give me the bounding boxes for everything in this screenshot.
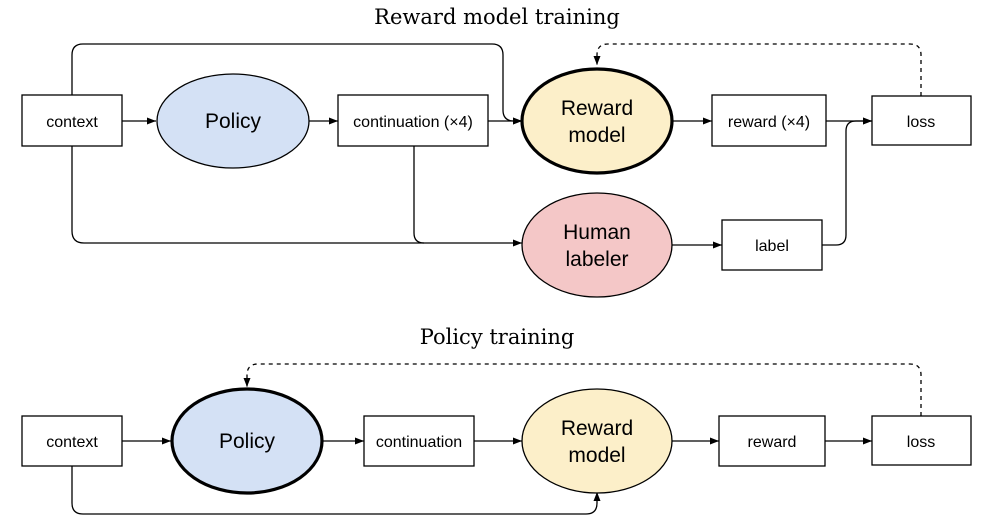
policy-training-title: Policy training	[420, 325, 575, 349]
top-loss-box: loss	[871, 95, 972, 146]
bottom-context-box: context	[21, 415, 123, 467]
top-human-labeler-label-line1: Human	[563, 221, 631, 244]
top-policy-node: Policy	[156, 73, 310, 169]
top-reward-model-label-line1: Reward	[561, 97, 633, 120]
top-human-labeler-label-line2: labeler	[565, 248, 628, 271]
top-continuation-label: continuation (×4)	[353, 114, 473, 131]
top-reward-model-node: Reward model	[520, 67, 674, 175]
edge-context-to-reward-model	[71, 43, 522, 125]
top-context-box: context	[21, 94, 123, 147]
top-reward-box: reward (×4)	[711, 94, 827, 147]
bottom-loss-box: loss	[871, 415, 972, 466]
bottom-loss-label: loss	[907, 434, 935, 451]
bottom-policy-label: Policy	[219, 430, 276, 453]
top-reward-model-label-line2: model	[568, 124, 625, 147]
top-policy-ellipse	[156, 73, 310, 169]
bottom-context-label: context	[46, 434, 98, 451]
reward-model-training-title: Reward model training	[374, 5, 620, 29]
top-context-label: context	[46, 114, 98, 131]
top-edges	[71, 43, 922, 249]
bottom-policy-node: Policy	[170, 387, 324, 495]
bottom-reward-label: reward	[748, 434, 797, 451]
top-reward-label: reward (×4)	[728, 114, 810, 131]
top-label-label: label	[755, 238, 789, 255]
top-policy-label: Policy	[205, 110, 262, 133]
edge-bottom-context-to-reward-model	[71, 466, 601, 515]
top-continuation-box: continuation (×4)	[337, 94, 489, 147]
bottom-continuation-box: continuation	[363, 415, 475, 467]
top-human-labeler-ellipse	[521, 192, 673, 298]
bottom-reward-box: reward	[718, 415, 826, 467]
bottom-reward-model-label-line2: model	[568, 444, 625, 467]
bottom-reward-model-node: Reward model	[521, 388, 673, 494]
top-reward-model-ellipse	[520, 67, 674, 175]
bottom-edges	[71, 363, 922, 515]
bottom-reward-model-ellipse	[521, 388, 673, 494]
edge-loss-feedback-to-reward-model	[593, 43, 922, 96]
top-label-box: label	[721, 219, 823, 271]
bottom-reward-model-label-line1: Reward	[561, 417, 633, 440]
bottom-policy-ellipse	[170, 387, 324, 495]
edge-label-to-loss	[822, 117, 872, 246]
edge-continuation-to-human-labeler	[413, 146, 425, 244]
edge-bottom-loss-feedback-to-policy	[243, 363, 922, 416]
top-human-labeler-node: Human labeler	[521, 192, 673, 298]
bottom-continuation-label: continuation	[376, 434, 462, 451]
edge-context-to-human-labeler	[71, 146, 522, 247]
top-loss-label: loss	[907, 114, 935, 131]
